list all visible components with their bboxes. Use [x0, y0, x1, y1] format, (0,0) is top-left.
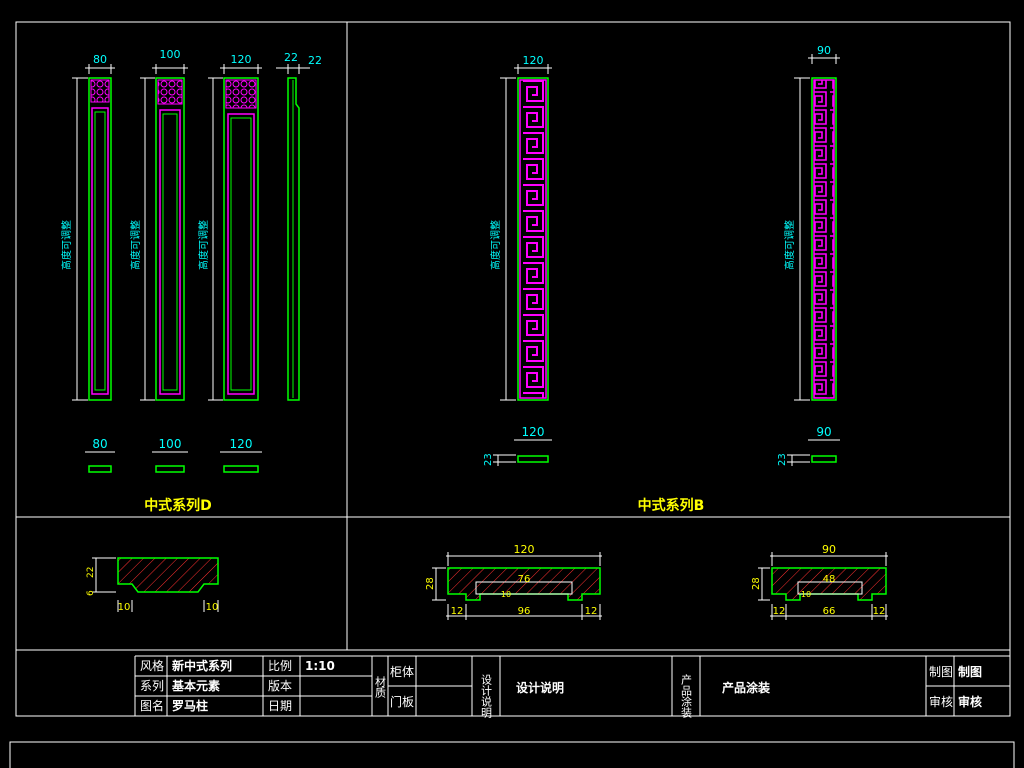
section-profiles-d	[88, 465, 259, 473]
section-right-small: 10	[801, 590, 811, 599]
column-b-120	[517, 77, 549, 401]
dim-d-120-top: 120	[231, 53, 252, 66]
section-mid-top: 120	[514, 543, 535, 556]
tb-name-value: 罗马柱	[172, 698, 208, 713]
dim-b-90-top: 90	[817, 44, 831, 57]
height-note-b2: 高度可调整	[783, 220, 796, 270]
column-d-120	[223, 77, 259, 401]
tb-draw-value: 制图	[958, 664, 982, 679]
section-mid-bottom-a: 12	[451, 606, 464, 617]
column-d-100	[155, 77, 185, 401]
top-dimension-lines-d	[85, 64, 310, 74]
height-note-b1: 高度可调整	[489, 220, 502, 270]
section-left-bottom-a: 10	[118, 602, 131, 613]
section-profiles-b	[517, 455, 837, 463]
title-block: 风格 新中式系列 比例 1:10 系列 基本元素 版本 图名 罗马柱 日期 材质…	[134, 655, 1010, 719]
section-mid-inner: 76	[518, 574, 531, 585]
section-mid-height: 28	[425, 577, 436, 590]
tb-cabinet-label: 柜体	[390, 665, 414, 679]
section-right-top: 90	[822, 543, 836, 556]
dim-b-120-section: 120	[522, 425, 545, 439]
dim-d-100-section: 100	[159, 437, 182, 451]
tb-date-label: 日期	[268, 699, 292, 713]
section-left-sub: 6	[86, 590, 96, 596]
dim-d-80-top: 80	[93, 53, 107, 66]
section-right-bottom-c: 12	[873, 606, 886, 617]
tb-draw-label: 制图	[929, 665, 953, 679]
section-right-inner: 48	[823, 574, 836, 585]
height-note-d3: 高度可调整	[197, 220, 210, 270]
series-b-title: 中式系列B	[638, 497, 705, 514]
tb-scale-value: 1:10	[305, 659, 335, 673]
height-note-d2: 高度可调整	[129, 220, 142, 270]
tb-material-label: 材质	[374, 675, 387, 698]
height-dimension-lines	[72, 77, 223, 401]
section-detail-middle: 120 76 10 28 12 96 12	[425, 543, 602, 620]
series-b-elevations: 高度可调整 高度可调整 120 90 120 90 23 23 中式系列B	[483, 44, 840, 514]
dim-d-80-section: 80	[92, 437, 107, 451]
height-note-d1: 高度可调整	[60, 220, 73, 270]
dim-d-22-top-b: 22	[308, 54, 322, 67]
section-detail-right: 90 48 10 28 12 66 12	[751, 543, 888, 620]
section-mid-bottom-c: 12	[585, 606, 598, 617]
section-right-bottom-b: 66	[823, 606, 836, 617]
dim-b-90-section: 90	[816, 425, 831, 439]
tb-scale-label: 比例	[268, 659, 292, 673]
tb-review-value: 审核	[958, 694, 982, 709]
tb-review-label: 审核	[929, 694, 953, 709]
drawing-frame	[9, 21, 1015, 768]
tb-design-value: 设计说明	[516, 680, 564, 695]
section-detail-left: 22 6 10 10	[86, 557, 219, 613]
tb-coating-label: 产品涂装	[680, 673, 693, 719]
dim-d-22-top-a: 22	[284, 51, 298, 64]
section-right-height: 28	[751, 577, 762, 590]
tb-version-label: 版本	[268, 679, 292, 693]
column-d-80	[88, 77, 112, 401]
tb-style-label: 风格	[140, 658, 164, 673]
tb-design-label: 设计说明	[480, 674, 493, 719]
dim-b-120-top: 120	[523, 54, 544, 67]
section-mid-small: 10	[501, 590, 511, 599]
dim-d-120-section: 120	[230, 437, 253, 451]
column-d-side-profile	[287, 77, 300, 401]
tb-style-value: 新中式系列	[172, 658, 232, 673]
dim-b-23-b: 23	[777, 453, 788, 466]
dimension-lines-b	[493, 54, 840, 466]
dim-b-23-a: 23	[483, 453, 494, 466]
section-left-bottom-b: 10	[206, 602, 219, 613]
tb-door-label: 门板	[390, 694, 414, 709]
column-b-90	[811, 77, 837, 401]
section-right-bottom-a: 12	[773, 606, 786, 617]
series-d-title: 中式系列D	[144, 497, 212, 514]
series-d-elevations: 高度可调整 高度可调整 高度可调整 80 100 120 22 22 80 10…	[60, 48, 322, 514]
section-left-height: 22	[86, 567, 96, 578]
section-mid-bottom-b: 96	[518, 606, 531, 617]
dim-d-100-top: 100	[160, 48, 181, 61]
tb-series-label: 系列	[140, 679, 164, 693]
tb-coating-value: 产品涂装	[722, 680, 770, 695]
tb-series-value: 基本元素	[171, 678, 220, 693]
tb-name-label: 图名	[140, 698, 164, 713]
